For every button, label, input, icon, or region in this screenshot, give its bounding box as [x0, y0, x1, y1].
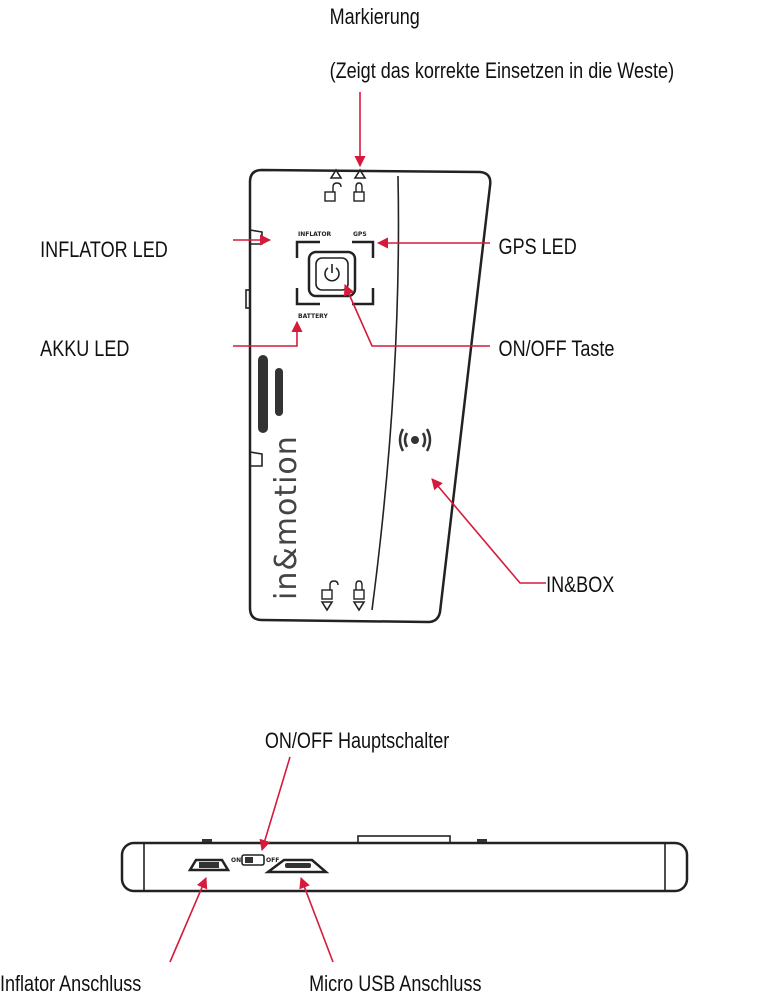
inflator-print: INFLATOR — [298, 231, 332, 238]
label-inflator-led: INFLATOR LED — [40, 238, 168, 262]
device-side-view: ON OFF — [120, 835, 689, 893]
power-button — [315, 257, 349, 291]
label-akku-led: AKKU LED — [40, 337, 129, 361]
nfc-icon — [398, 428, 432, 452]
power-icon — [324, 264, 340, 282]
side-clip-bottom — [249, 451, 263, 467]
triangle-up-icon — [329, 168, 343, 179]
battery-print: BATTERY — [298, 313, 328, 320]
device-front-view: INFLATOR GPS BATTERY in&motion — [245, 168, 492, 624]
callout-in-box — [431, 478, 546, 584]
side-clip-top — [249, 229, 263, 245]
label-gps-led: GPS LED — [499, 235, 577, 259]
gps-print: GPS — [353, 231, 367, 238]
bottom-markers — [320, 580, 366, 612]
label-micro-usb-anschluss: Micro USB Anschluss — [309, 972, 481, 996]
label-in-box: IN&BOX — [546, 573, 614, 597]
corner-bracket — [352, 288, 375, 306]
callout-inflator-anschluss — [169, 876, 208, 963]
switch-off-print: OFF — [266, 857, 279, 864]
switch-on-print: ON — [231, 857, 241, 864]
callout-akku-led — [233, 320, 303, 347]
lock-open-icon — [324, 182, 342, 202]
label-markierung: Markierung — [330, 5, 420, 29]
callout-on-off-hauptschalter — [259, 756, 291, 852]
edge-mark — [477, 839, 487, 842]
device-edge-line — [371, 175, 400, 611]
label-markierung-note: (Zeigt das korrekte Einsetzen in die Wes… — [330, 59, 674, 83]
callout-micro-usb-anschluss — [299, 876, 334, 963]
vent-slot — [275, 368, 283, 416]
label-inflator-anschluss: Inflator Anschluss — [0, 972, 141, 996]
side-callouts — [169, 756, 334, 963]
device-body — [248, 168, 492, 624]
power-button-frame — [307, 250, 357, 298]
switch-slider — [241, 854, 265, 866]
inflator-led — [295, 240, 320, 258]
label-on-off-hauptschalter: ON/OFF Hauptschalter — [265, 729, 450, 753]
edge-mark — [202, 839, 212, 842]
inflator-port — [187, 858, 231, 872]
triangle-down-icon — [352, 601, 366, 612]
lock-closed-icon — [353, 580, 365, 600]
callout-on-off-taste — [343, 283, 490, 347]
switch-knob — [245, 857, 253, 863]
vent-slot — [258, 355, 268, 433]
label-on-off-taste: ON/OFF Taste — [499, 337, 615, 361]
main-switch: ON OFF — [231, 854, 279, 866]
edge-top-ridge — [357, 835, 451, 844]
top-markers — [324, 168, 367, 202]
lock-open-icon — [321, 580, 339, 600]
side-button — [245, 289, 251, 309]
front-callouts — [233, 92, 546, 584]
battery-led — [295, 288, 320, 306]
lock-closed-icon — [353, 182, 365, 202]
triangle-up-icon — [353, 168, 367, 179]
gps-led — [352, 240, 375, 258]
control-cluster: INFLATOR GPS BATTERY — [295, 231, 375, 320]
micro-usb-port — [264, 858, 330, 874]
triangle-down-icon — [320, 601, 334, 612]
brand-logo: in&motion — [269, 435, 304, 600]
